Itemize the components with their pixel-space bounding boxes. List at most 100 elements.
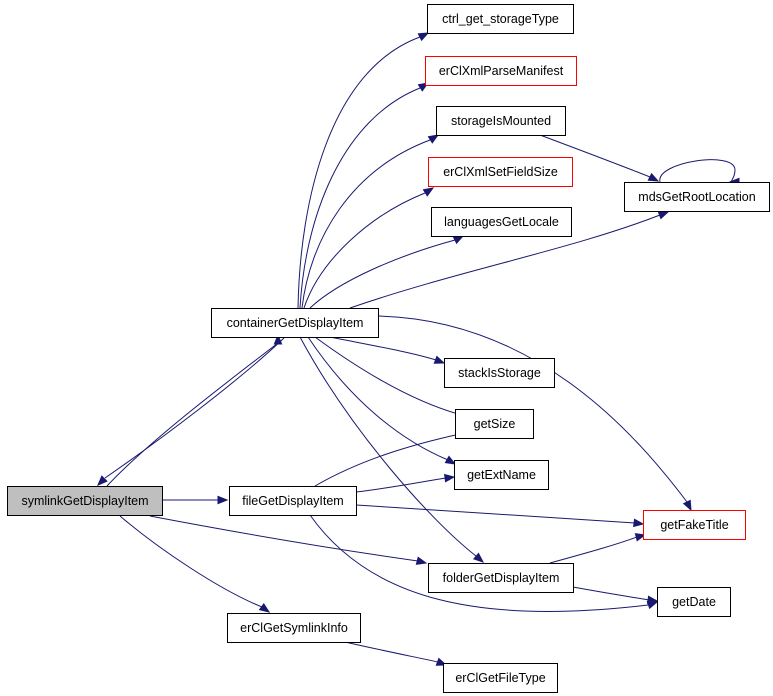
node-box: [643, 510, 746, 540]
node-getExtName[interactable]: getExtName: [454, 460, 549, 490]
node-ctrl_get_storageType[interactable]: ctrl_get_storageType: [427, 4, 574, 34]
edge-line: [119, 515, 263, 608]
node-erClXmlParseManifest[interactable]: erClXmlParseManifest: [425, 56, 577, 86]
node-symlinkGetDisplayItem[interactable]: symlinkGetDisplayItem: [7, 486, 163, 516]
node-label: erClXmlSetFieldSize: [443, 165, 558, 179]
edge-arrowhead: [452, 235, 465, 245]
edge-line: [659, 159, 736, 183]
node-label: folderGetDisplayItem: [443, 571, 560, 585]
node-label: getDate: [672, 595, 716, 609]
edge-symlinkGetDisplayItem-to-folderGetDisplayItem: [149, 515, 428, 565]
edge-line: [301, 139, 431, 309]
node-box: [443, 663, 558, 693]
edge-symlinkGetDisplayItem-to-fileGetDisplayItem: [162, 495, 229, 505]
node-label: getFakeTitle: [660, 518, 728, 532]
edge-containerGetDisplayItem-to-symlinkGetDisplayItem: [97, 337, 285, 486]
edge-arrowhead: [422, 187, 435, 197]
edge-line: [355, 504, 636, 524]
edge-arrowhead: [97, 475, 108, 486]
edge-line: [355, 477, 447, 493]
node-fileGetDisplayItem[interactable]: fileGetDisplayItem: [229, 486, 357, 516]
edge-line: [299, 336, 477, 557]
node-erClXmlSetFieldSize[interactable]: erClXmlSetFieldSize: [428, 157, 573, 187]
edge-arrowhead: [444, 473, 456, 483]
edge-containerGetDisplayItem-to-stackIsStorage: [329, 336, 446, 364]
node-label: symlinkGetDisplayItem: [21, 494, 148, 508]
node-getFakeTitle[interactable]: getFakeTitle: [643, 510, 746, 540]
node-label: erClGetFileType: [455, 671, 545, 685]
nodes-layer: symlinkGetDisplayItem containerGetDisplay…: [7, 4, 770, 693]
node-box: [444, 358, 555, 388]
edge-line: [314, 336, 459, 415]
edge-line: [309, 239, 456, 309]
edge-containerGetDisplayItem-to-languagesGetLocale: [309, 235, 465, 309]
edge-line: [377, 315, 688, 503]
edge-containerGetDisplayItem-to-getFakeTitle: [377, 315, 692, 512]
edge-arrowhead: [647, 172, 660, 182]
node-storageIsMounted[interactable]: storageIsMounted: [436, 106, 566, 136]
edge-line: [106, 342, 279, 487]
edge-arrowhead: [433, 355, 446, 364]
node-folderGetDisplayItem[interactable]: folderGetDisplayItem: [428, 563, 574, 593]
edge-arrowhead: [633, 518, 645, 528]
node-label: ctrl_get_storageType: [442, 12, 559, 26]
edge-line: [309, 514, 649, 612]
edge-line: [297, 36, 421, 309]
node-box: [624, 182, 770, 212]
edge-line: [307, 336, 449, 461]
edge-line: [539, 134, 651, 178]
node-box: [211, 308, 379, 338]
node-box: [427, 4, 574, 34]
edge-symlinkGetDisplayItem-to-erClGetSymlinkInfo: [119, 515, 271, 613]
edge-containerGetDisplayItem-to-erClXmlSetFieldSize: [303, 187, 435, 309]
node-label: getExtName: [467, 468, 536, 482]
node-getSize[interactable]: getSize: [455, 409, 534, 439]
edge-containerGetDisplayItem-to-folderGetDisplayItem: [299, 336, 485, 563]
edge-line: [572, 586, 650, 601]
edge-arrowhead: [258, 602, 271, 613]
edge-arrowhead: [647, 595, 659, 605]
node-getDate[interactable]: getDate: [657, 587, 731, 617]
node-box: [227, 613, 361, 643]
node-erClGetSymlinkInfo[interactable]: erClGetSymlinkInfo: [227, 613, 361, 643]
edge-folderGetDisplayItem-to-getFakeTitle: [549, 533, 647, 564]
edge-arrowhead: [634, 533, 647, 542]
edge-containerGetDisplayItem-to-storageIsMounted: [301, 134, 440, 309]
node-containerGetDisplayItem[interactable]: containerGetDisplayItem: [211, 308, 379, 338]
edge-line: [349, 214, 661, 309]
node-box: [454, 460, 549, 490]
edge-line: [314, 433, 461, 487]
node-mdsGetRootLocation[interactable]: mdsGetRootLocation: [624, 182, 770, 212]
node-box: [229, 486, 357, 516]
edge-arrowhead: [444, 455, 457, 465]
node-box: [657, 587, 731, 617]
edge-line: [344, 641, 439, 663]
edge-containerGetDisplayItem-to-erClXmlParseManifest: [299, 82, 430, 309]
edge-line: [549, 536, 638, 564]
node-box: [7, 486, 163, 516]
node-languagesGetLocale[interactable]: languagesGetLocale: [431, 207, 572, 237]
edge-symlinkGetDisplayItem-to-containerGetDisplayItem: [106, 333, 283, 487]
node-label: fileGetDisplayItem: [242, 494, 343, 508]
node-label: erClXmlParseManifest: [439, 64, 564, 78]
edge-containerGetDisplayItem-to-ctrl_get_storageType: [297, 32, 430, 309]
node-label: mdsGetRootLocation: [638, 190, 755, 204]
node-box: [455, 409, 534, 439]
node-box: [425, 56, 577, 86]
edge-arrowhead: [682, 499, 692, 512]
node-label: containerGetDisplayItem: [227, 316, 364, 330]
edge-storageIsMounted-to-mdsGetRootLocation: [539, 134, 660, 182]
edge-line: [149, 515, 419, 562]
edge-fileGetDisplayItem-to-getExtName: [355, 473, 456, 493]
node-box: [428, 157, 573, 187]
node-erClGetFileType[interactable]: erClGetFileType: [443, 663, 558, 693]
node-label: stackIsStorage: [458, 366, 541, 380]
edge-fileGetDisplayItem-to-getFakeTitle: [355, 504, 645, 528]
edge-arrowhead: [657, 211, 670, 220]
node-label: storageIsMounted: [451, 114, 551, 128]
node-stackIsStorage[interactable]: stackIsStorage: [444, 358, 555, 388]
edge-mdsGetRootLocation-to-mdsGetRootLocation: [659, 159, 740, 187]
edge-arrowhead: [417, 32, 430, 42]
edges-layer: [97, 32, 740, 666]
